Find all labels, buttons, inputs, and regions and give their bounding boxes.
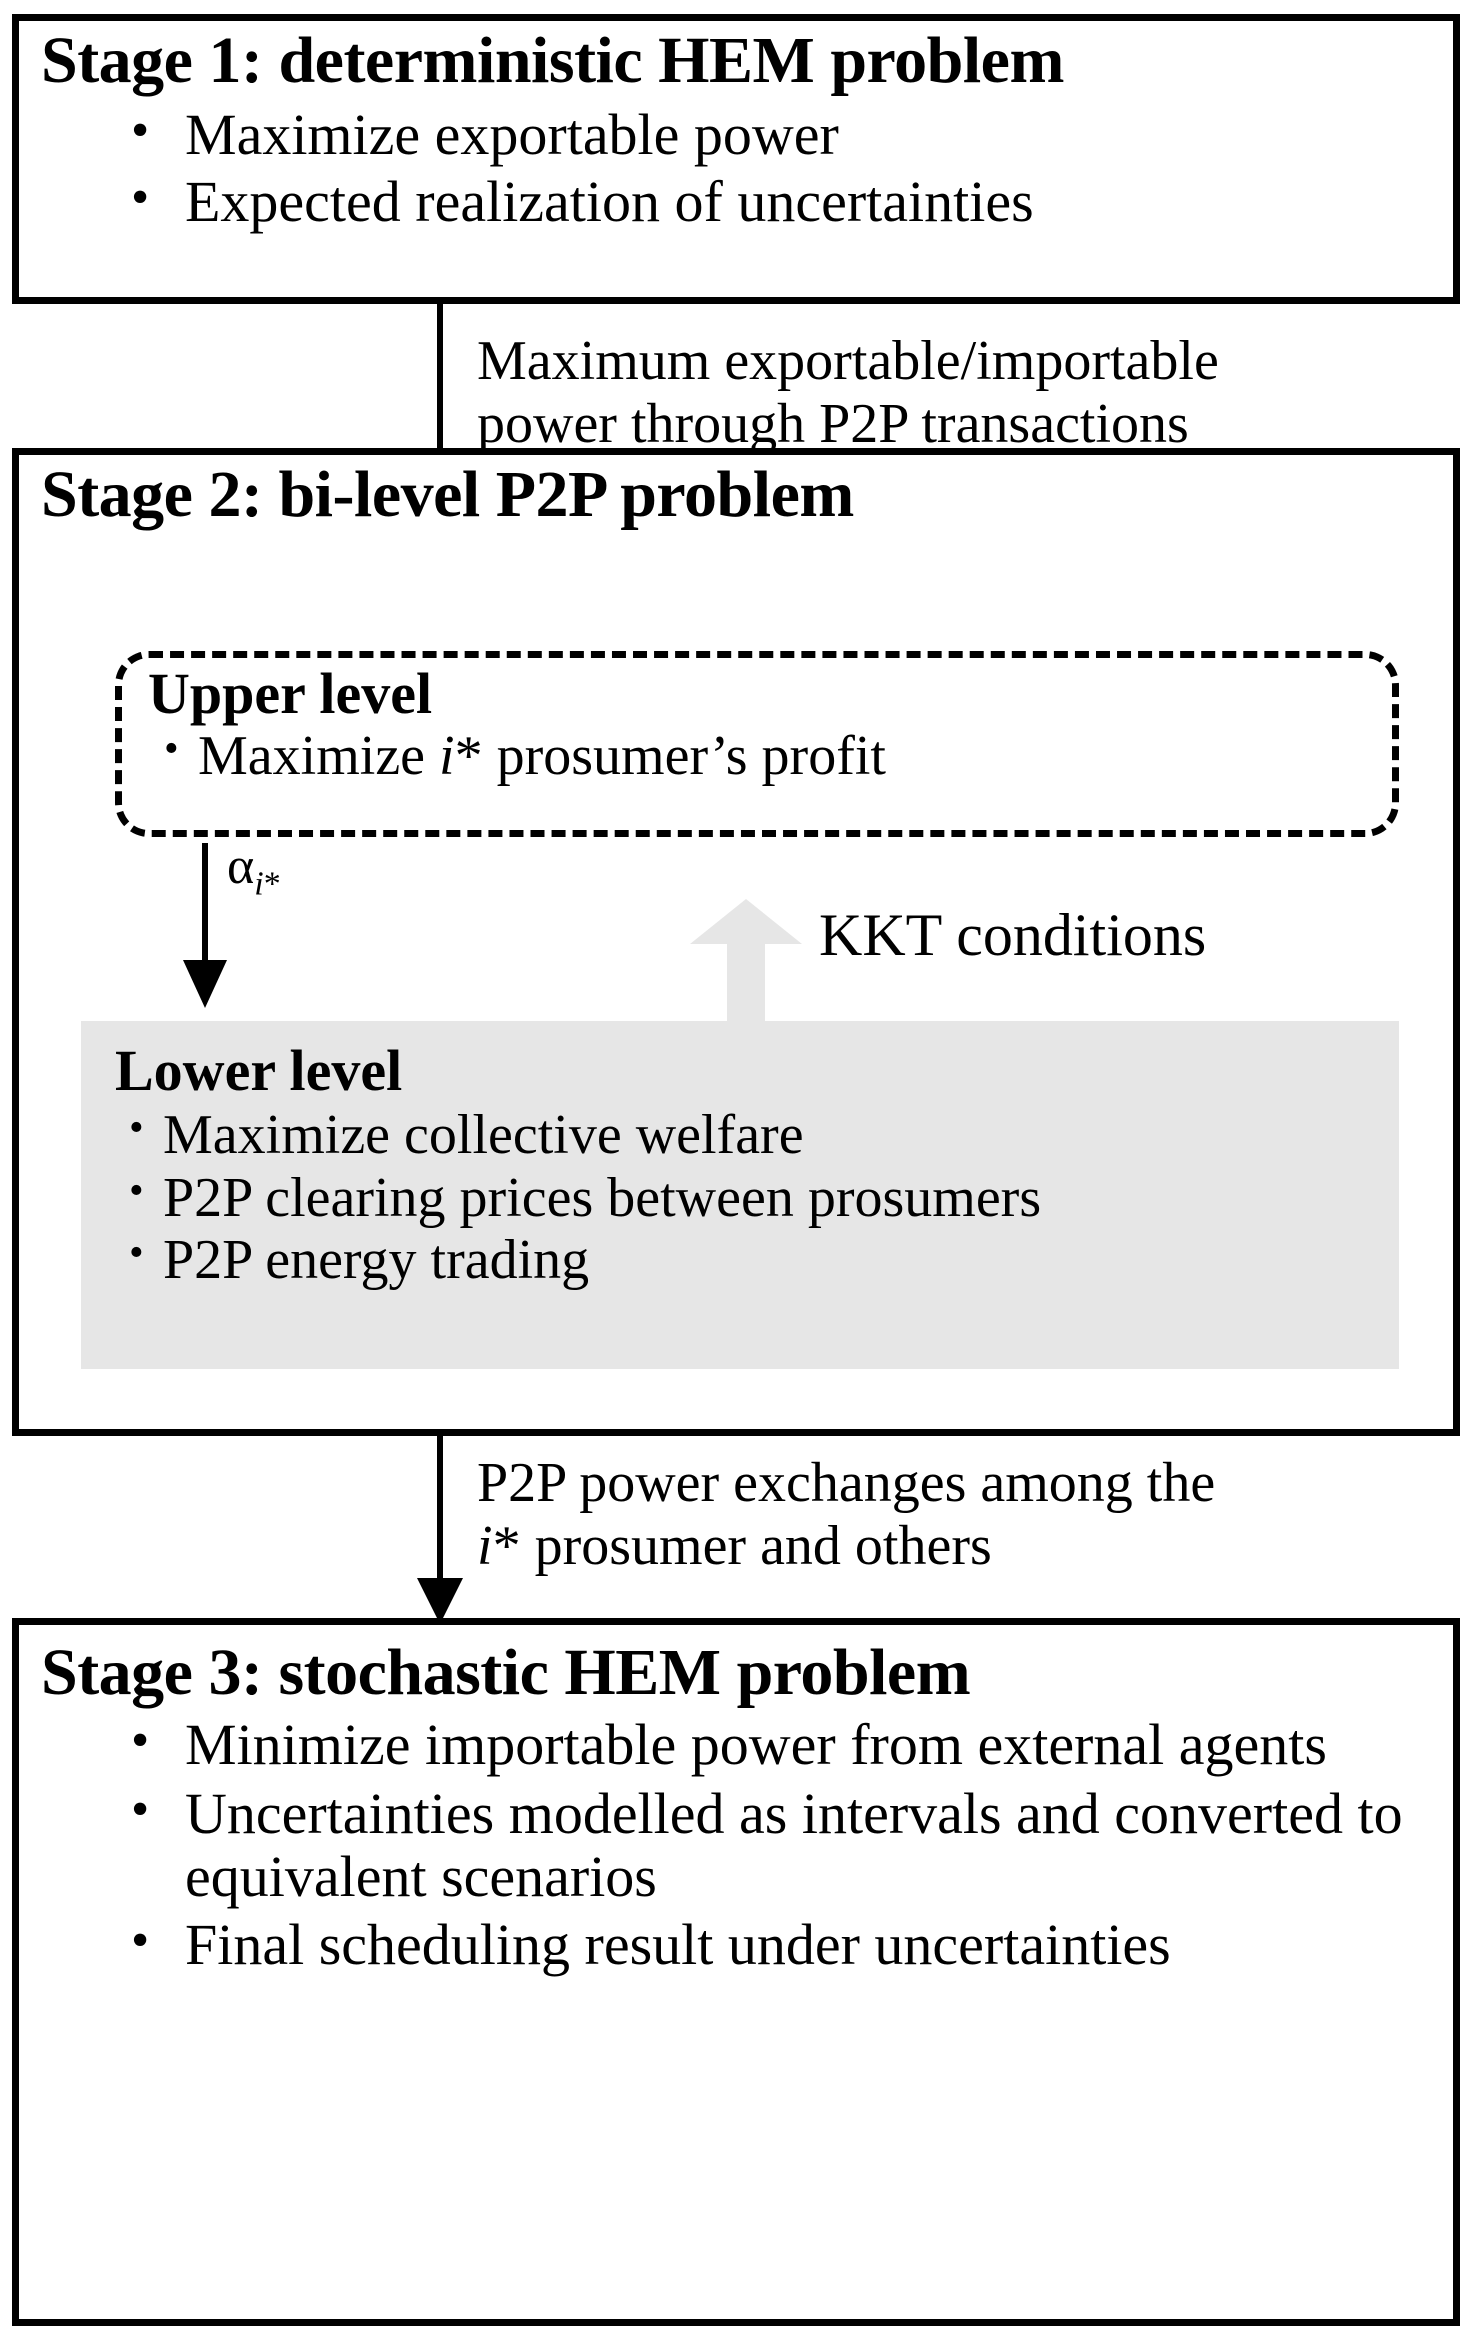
down-arrow-icon [183,960,227,1008]
connector-2-label-line-2: i* prosumer and others [477,1515,1215,1578]
stage-3-box: Stage 3: stochastic HEM problem Minimize… [12,1618,1460,2326]
list-item: Final scheduling result under uncertaint… [123,1912,1453,1977]
connector-2-shaft [437,1436,443,1604]
connector-2-label: P2P power exchanges among the i* prosume… [477,1452,1215,1577]
stage-1-bullet-list: Maximize exportable power Expected reali… [123,102,1453,234]
list-item: Minimize importable power from external … [123,1712,1453,1777]
list-item: Expected realization of uncertainties [123,169,1453,234]
list-item: P2P energy trading [129,1230,1399,1291]
list-item: Maximize collective welfare [129,1105,1399,1166]
asterisk-symbol: * [454,725,483,788]
up-arrow-head [690,899,802,944]
asterisk-symbol: * [492,1514,521,1577]
stage-3-bullet-list: Minimize importable power from external … [123,1712,1453,1977]
up-arrow-icon [690,899,802,1027]
stage-2-title: Stage 2: bi-level P2P problem [41,458,854,531]
upper-level-bullet-list: Maximize i* prosumer’s profit [164,725,1392,788]
alpha-symbol: α [227,838,255,895]
upper-level-title: Upper level [148,661,433,726]
alpha-arrow-shaft [202,843,208,969]
alpha-subscript-star: * [263,865,281,903]
stage-1-title: Stage 1: deterministic HEM problem [41,24,1064,97]
lower-level-panel: Lower level Maximize collective welfare … [81,1021,1399,1369]
stage-3-title: Stage 3: stochastic HEM problem [41,1636,971,1709]
stage-2-box: Stage 2: bi-level P2P problem Upper leve… [12,448,1460,1436]
connector-2-label-rest: prosumer and others [520,1514,992,1577]
alpha-label: αi* [227,837,281,903]
up-arrow-shaft [727,939,765,1027]
upper-level-panel: Upper level Maximize i* prosumer’s profi… [115,651,1399,837]
kkt-conditions-label: KKT conditions [819,902,1207,968]
list-item: Uncertainties modelled as intervals and … [123,1781,1453,1908]
alpha-subscript-index: i [254,865,264,903]
down-arrow-icon [417,1578,463,1624]
list-item: P2P clearing prices between prosumers [129,1167,1399,1228]
alpha-subscript: i* [254,865,280,902]
connector-1-label-line-2: power through P2P transactions [477,392,1189,455]
connector-1-label-line-1: Maximum exportable/importable [477,330,1219,392]
stage-1-box: Stage 1: deterministic HEM problem Maxim… [12,14,1460,304]
connector-2-label-line-1: P2P power exchanges among the [477,1452,1216,1514]
connector-1-label: Maximum exportable/importable power thro… [477,330,1219,455]
prosumer-index-symbol: i [477,1514,493,1577]
list-item: Maximize i* prosumer’s profit [164,725,1392,788]
lower-level-title: Lower level [115,1038,403,1103]
prosumer-index-symbol: i [439,725,455,788]
connector-1-shaft [437,304,443,486]
list-item: Maximize exportable power [123,102,1453,167]
lower-level-bullet-list: Maximize collective welfare P2P clearing… [129,1105,1399,1291]
